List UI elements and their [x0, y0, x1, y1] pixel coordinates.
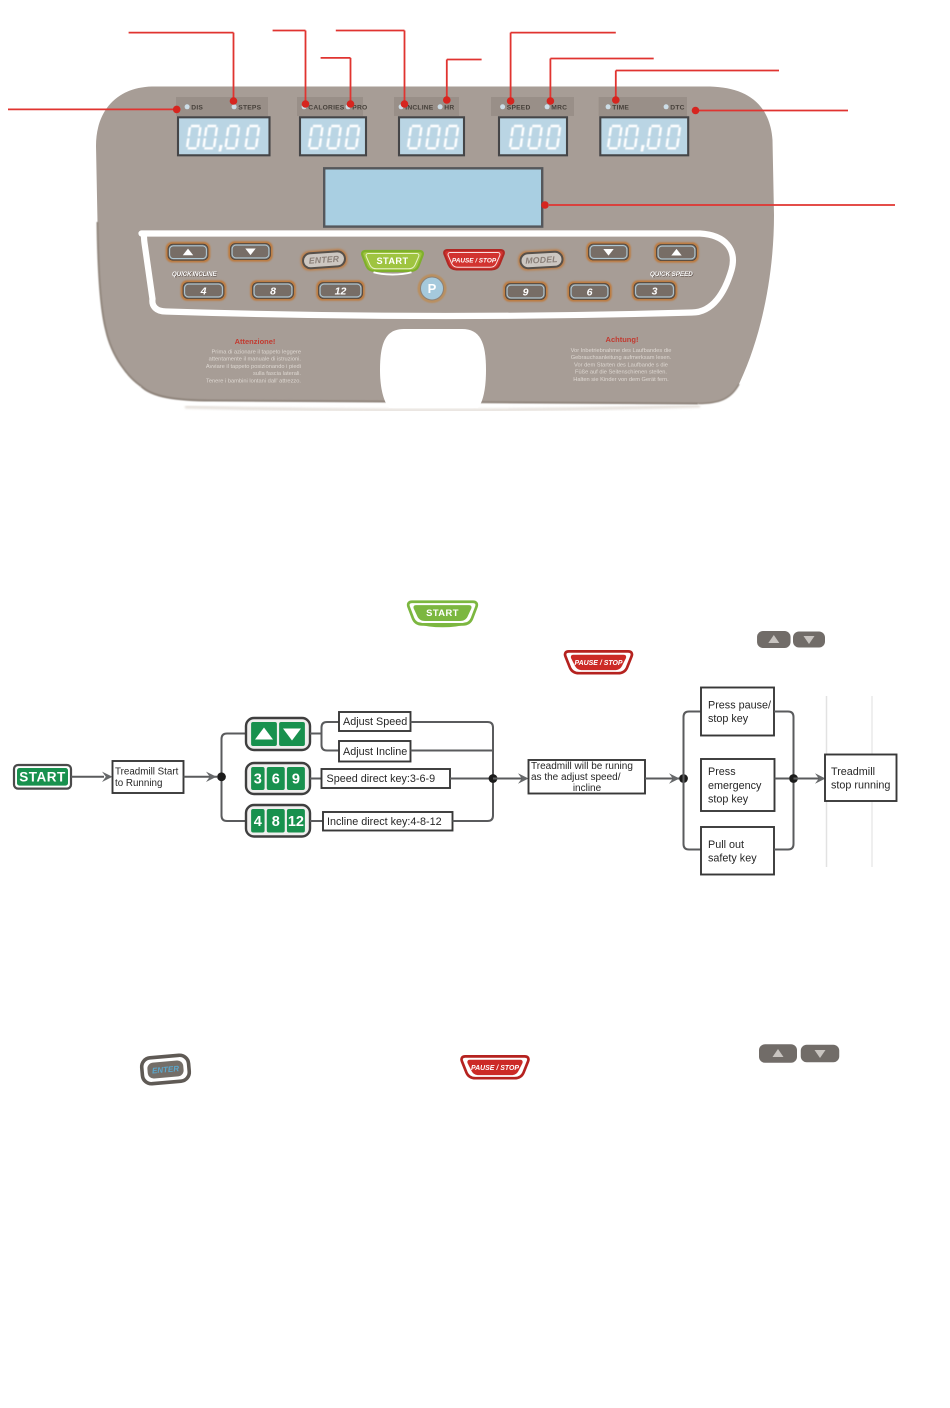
svg-text:Halten sie Kinder von dem Gerä: Halten sie Kinder von dem Gerät fern. — [573, 377, 669, 383]
svg-text:3: 3 — [254, 772, 262, 788]
svg-text:12: 12 — [335, 285, 347, 297]
svg-text:4: 4 — [254, 814, 262, 830]
svg-text:to Running: to Running — [115, 778, 162, 789]
svg-text:ENTER: ENTER — [152, 1064, 180, 1075]
svg-text:attentamente il manuale di ist: attentamente il manuale di istruzioni. — [209, 357, 302, 363]
svg-text:Adjust Speed: Adjust Speed — [343, 716, 407, 728]
svg-text:DTC: DTC — [670, 104, 684, 111]
svg-text:Vor Inbetriebnahme des Laufban: Vor Inbetriebnahme des Laufbandes die — [571, 348, 672, 354]
svg-text:sulla fascia laterali.: sulla fascia laterali. — [253, 371, 301, 377]
svg-text:Incline direct key:4-8-12: Incline direct key:4-8-12 — [327, 816, 442, 828]
svg-text:Treadmill: Treadmill — [831, 766, 875, 778]
svg-text:as the adjust speed/: as the adjust speed/ — [531, 772, 621, 783]
svg-text:Füße auf die Seitenschienen st: Füße auf die Seitenschienen stellen. — [575, 370, 667, 376]
svg-text:4: 4 — [200, 285, 207, 297]
svg-text:stop running: stop running — [831, 779, 890, 791]
svg-text:P: P — [428, 281, 437, 296]
svg-text:HR: HR — [444, 104, 454, 111]
svg-text:6: 6 — [272, 772, 280, 788]
svg-text:MODEL: MODEL — [525, 254, 558, 266]
svg-text:TIME: TIME — [612, 104, 629, 111]
svg-text:9: 9 — [292, 772, 300, 788]
svg-text:INCLINE: INCLINE — [405, 104, 433, 111]
svg-text:Prima di azionare il tappeto l: Prima di azionare il tappeto leggere — [212, 350, 301, 356]
svg-text:Press pause/: Press pause/ — [708, 700, 771, 712]
svg-text:8: 8 — [272, 814, 280, 830]
svg-text:PAUSE / STOP: PAUSE / STOP — [452, 257, 497, 264]
svg-text:Speed direct key:3-6-9: Speed direct key:3-6-9 — [327, 773, 436, 785]
svg-text:3: 3 — [652, 285, 658, 297]
svg-text:12: 12 — [288, 814, 304, 830]
svg-text:stop key: stop key — [708, 713, 749, 725]
svg-text:PAUSE / STOP: PAUSE / STOP — [575, 660, 623, 667]
svg-text:8: 8 — [270, 285, 276, 297]
svg-text:9: 9 — [523, 286, 529, 298]
svg-text:Avviare il tappeto posizionand: Avviare il tappeto posizionando i piedi — [206, 364, 301, 370]
svg-text:START: START — [19, 770, 66, 785]
svg-text:Treadmill Start: Treadmill Start — [115, 766, 179, 777]
svg-text:safety key: safety key — [708, 852, 757, 864]
svg-text:DIS: DIS — [191, 104, 203, 111]
svg-text:START: START — [426, 608, 459, 618]
svg-text:PAUSE / STOP: PAUSE / STOP — [471, 1065, 519, 1072]
svg-text:Vor dem Starten des Laufbande: Vor dem Starten des Laufbande s die — [574, 362, 668, 368]
svg-text:Achtung!: Achtung! — [606, 335, 639, 344]
svg-text:CALORIES: CALORIES — [308, 104, 344, 111]
svg-text:PRO: PRO — [352, 104, 367, 111]
svg-text:STEPS: STEPS — [238, 104, 261, 111]
svg-text:Attenzione!: Attenzione! — [235, 337, 276, 346]
svg-text:Press: Press — [708, 766, 736, 778]
svg-text:MRC: MRC — [551, 104, 567, 111]
svg-text:Gebrauchsanleitung aufmerksam: Gebrauchsanleitung aufmerksam lesen. — [571, 355, 672, 361]
svg-text:Adjust Incline: Adjust Incline — [343, 746, 407, 758]
svg-text:6: 6 — [587, 286, 593, 298]
svg-text:Pull out: Pull out — [708, 839, 744, 851]
svg-text:QUICKINCLINE: QUICKINCLINE — [173, 272, 218, 279]
svg-text:START: START — [377, 256, 409, 266]
svg-text:Treadmill will be runing: Treadmill will be runing — [531, 761, 633, 772]
svg-text:ENTER: ENTER — [308, 254, 340, 266]
svg-text:emergency: emergency — [708, 780, 762, 792]
svg-text:QUICKINCLINE: QUICKINCLINE — [172, 271, 217, 278]
svg-text:SPEED: SPEED — [507, 104, 531, 111]
svg-text:Tenere i bambini lontani dall': Tenere i bambini lontani dall' attrezzo. — [206, 378, 301, 384]
svg-text:incline: incline — [573, 783, 602, 794]
svg-text:stop key: stop key — [708, 794, 749, 806]
